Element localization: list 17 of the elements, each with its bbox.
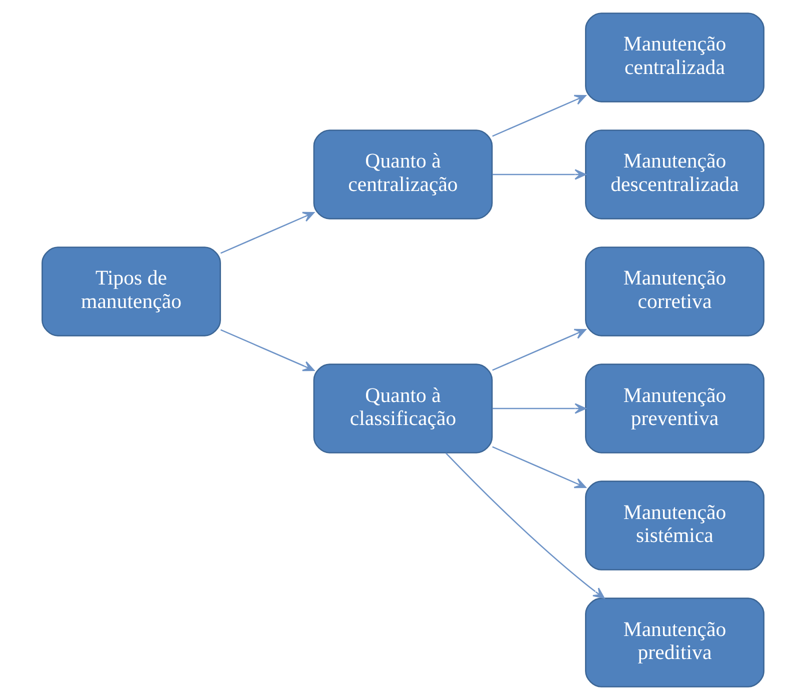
arrow — [492, 94, 586, 137]
node-box: Quanto à centralização — [313, 130, 493, 220]
arrow — [220, 329, 314, 372]
node-box: Manutenção centralizada — [585, 12, 764, 102]
node-box: Manutenção corretiva — [585, 246, 764, 336]
arrow — [492, 403, 586, 414]
arrow — [492, 169, 586, 180]
node-box: Manutenção preventiva — [585, 364, 764, 454]
arrow — [492, 328, 586, 371]
node-box: Tipos de manutenção — [42, 246, 221, 336]
node-box: Manutenção sistémica — [585, 480, 764, 570]
arrow — [220, 212, 314, 254]
node-box: Quanto à classificação — [313, 364, 493, 454]
arrow — [445, 452, 605, 599]
node-box: Manutenção descentralizada — [585, 130, 764, 220]
node-box: Manutenção preditiva — [585, 598, 764, 688]
arrow — [492, 446, 586, 488]
